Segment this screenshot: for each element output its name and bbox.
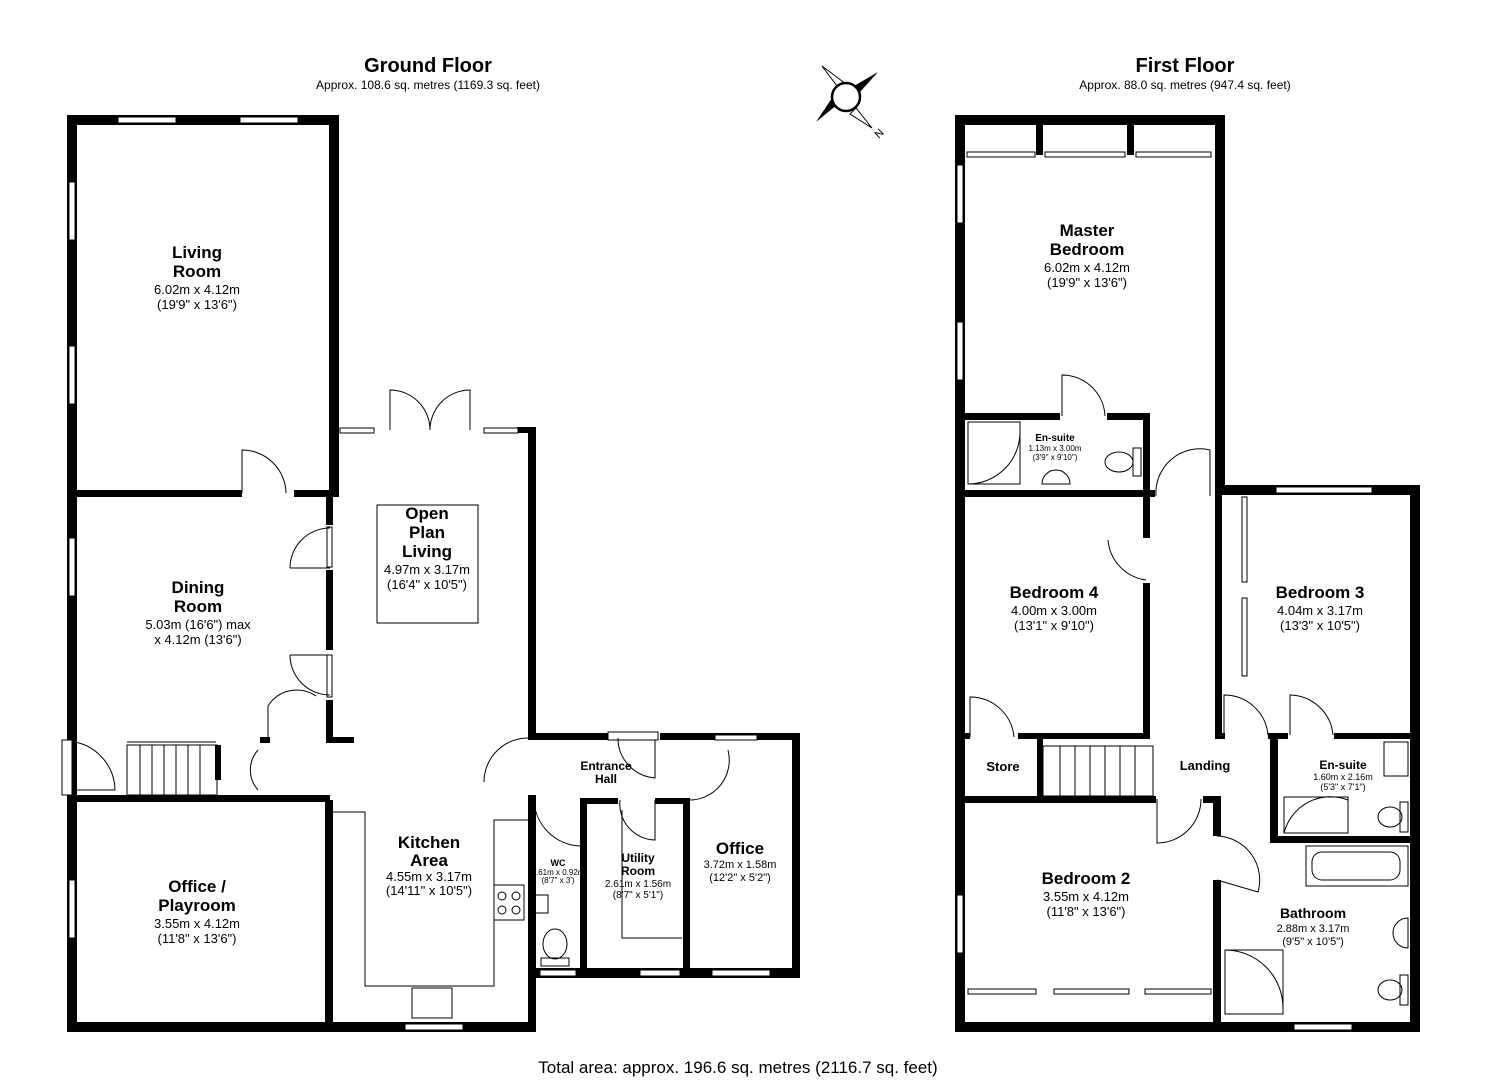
- bed4-imperial: (13'1" x 9'10"): [1014, 618, 1094, 633]
- room-bedroom-4: Bedroom 4 4.00m x 3.00m (13'1" x 9'10"): [1010, 583, 1099, 633]
- master-name-2: Bedroom: [1050, 240, 1125, 259]
- first-fixtures: [967, 421, 1409, 1015]
- office-name: Office: [716, 839, 764, 858]
- open-plan-name-3: Living: [402, 542, 452, 561]
- dining-name-1: Dining: [172, 578, 225, 597]
- ground-fixtures: [333, 504, 682, 1019]
- landing-name: Landing: [1180, 758, 1231, 773]
- room-ensuite-1: En-suite 1.13m x 3.00m (3'9" x 9'10"): [1029, 433, 1082, 462]
- compass-icon: N: [816, 65, 887, 141]
- ensuite1-imperial: (3'9" x 9'10"): [1033, 453, 1078, 462]
- utility-name-1: Utility: [621, 851, 655, 865]
- first-stairs: [1042, 745, 1154, 797]
- room-office: Office 3.72m x 1.58m (12'2" x 5'2"): [704, 839, 777, 884]
- open-plan-name-2: Plan: [409, 523, 445, 542]
- room-store: Store: [986, 759, 1019, 774]
- ensuite1-metric: 1.13m x 3.00m: [1029, 444, 1082, 453]
- room-bathroom: Bathroom 2.88m x 3.17m (9'5" x 10'5"): [1277, 905, 1350, 948]
- first-floor-doors: [969, 374, 1334, 893]
- ensuite2-imperial: (5'3" x 7'1"): [1320, 782, 1365, 792]
- dining-imperial: x 4.12m (13'6"): [154, 632, 241, 647]
- compass-north-label: N: [872, 127, 886, 141]
- wc-metric: 2.61m x 0.92m: [532, 868, 585, 877]
- dining-metric: 5.03m (16'6") max: [145, 617, 251, 632]
- ground-stairs: [126, 741, 218, 796]
- master-name-1: Master: [1060, 221, 1115, 240]
- ensuite2-metric: 1.60m x 2.16m: [1313, 772, 1373, 782]
- ensuite2-name: En-suite: [1319, 758, 1367, 772]
- room-master: Master Bedroom 6.02m x 4.12m (19'9" x 13…: [1044, 221, 1130, 290]
- room-ensuite-2: En-suite 1.60m x 2.16m (5'3" x 7'1"): [1313, 758, 1373, 792]
- ground-floor-title: Ground Floor: [364, 55, 492, 77]
- first-floor-area: Approx. 88.0 sq. metres (947.4 sq. feet): [1079, 78, 1290, 92]
- bed3-metric: 4.04m x 3.17m: [1277, 603, 1363, 618]
- total-area: Total area: approx. 196.6 sq. metres (21…: [538, 1058, 937, 1077]
- first-floor-windows: [956, 151, 1373, 1031]
- kitchen-name-1: Kitchen: [398, 833, 460, 852]
- office-play-name-1: Office /: [168, 877, 226, 896]
- first-floor-walls: [955, 115, 1420, 1032]
- room-bedroom-2: Bedroom 2 3.55m x 4.12m (11'8" x 13'6"): [1042, 869, 1131, 919]
- open-plan-metric: 4.97m x 3.17m: [384, 562, 470, 577]
- utility-name-2: Room: [621, 864, 655, 878]
- store-name: Store: [986, 759, 1019, 774]
- open-plan-imperial: (16'4" x 10'5"): [387, 577, 467, 592]
- bed4-name: Bedroom 4: [1010, 583, 1099, 602]
- bathroom-metric: 2.88m x 3.17m: [1277, 923, 1350, 935]
- room-bedroom-3: Bedroom 3 4.04m x 3.17m (13'3" x 10'5"): [1276, 583, 1365, 633]
- living-imperial: (19'9" x 13'6"): [157, 297, 237, 312]
- ground-floor-doors: [61, 389, 730, 847]
- room-open-plan: Open Plan Living 4.97m x 3.17m (16'4" x …: [384, 504, 470, 592]
- office-play-name-2: Playroom: [158, 896, 235, 915]
- wc-imperial: (8'7" x 3'): [541, 876, 574, 885]
- ground-floor-windows: [68, 116, 771, 1031]
- master-imperial: (19'9" x 13'6"): [1047, 275, 1127, 290]
- room-landing: Landing: [1180, 758, 1231, 773]
- room-office-playroom: Office / Playroom 3.55m x 4.12m (11'8" x…: [154, 877, 240, 946]
- room-wc: WC 2.61m x 0.92m (8'7" x 3'): [532, 858, 585, 885]
- bed3-name: Bedroom 3: [1276, 583, 1365, 602]
- office-play-imperial: (11'8" x 13'6"): [158, 931, 237, 946]
- dining-name-2: Room: [174, 597, 222, 616]
- bed4-metric: 4.00m x 3.00m: [1011, 603, 1097, 618]
- kitchen-imperial: (14'11" x 10'5"): [386, 883, 472, 898]
- utility-metric: 2.61m x 1.56m: [605, 879, 671, 890]
- office-play-metric: 3.55m x 4.12m: [154, 916, 240, 931]
- bed2-name: Bedroom 2: [1042, 869, 1131, 888]
- room-kitchen: Kitchen Area 4.55m x 3.17m (14'11" x 10'…: [386, 833, 472, 898]
- first-floor-title: First Floor: [1136, 55, 1235, 77]
- kitchen-metric: 4.55m x 3.17m: [386, 869, 472, 884]
- bathroom-imperial: (9'5" x 10'5"): [1282, 936, 1344, 948]
- master-metric: 6.02m x 4.12m: [1044, 260, 1130, 275]
- room-entrance-hall: Entrance Hall: [580, 759, 632, 786]
- entrance-name-2: Hall: [595, 772, 617, 786]
- open-plan-name-1: Open: [405, 504, 448, 523]
- entrance-name-1: Entrance: [580, 759, 632, 773]
- living-metric: 6.02m x 4.12m: [154, 282, 240, 297]
- kitchen-name-2: Area: [410, 851, 448, 870]
- bed3-imperial: (13'3" x 10'5"): [1280, 618, 1360, 633]
- bathroom-name: Bathroom: [1280, 905, 1346, 921]
- ensuite1-name: En-suite: [1035, 433, 1075, 444]
- living-name-1: Living: [172, 243, 222, 262]
- room-dining: Dining Room 5.03m (16'6") max x 4.12m (1…: [145, 578, 251, 647]
- office-imperial: (12'2" x 5'2"): [709, 872, 771, 884]
- office-metric: 3.72m x 1.58m: [704, 859, 777, 871]
- bed2-metric: 3.55m x 4.12m: [1043, 889, 1129, 904]
- wc-name: WC: [551, 858, 566, 868]
- utility-imperial: (8'7" x 5'1"): [613, 890, 663, 901]
- ground-floor-area: Approx. 108.6 sq. metres (1169.3 sq. fee…: [316, 78, 540, 92]
- room-living: Living Room 6.02m x 4.12m (19'9" x 13'6"…: [154, 243, 240, 312]
- bed2-imperial: (11'8" x 13'6"): [1047, 904, 1126, 919]
- room-utility: Utility Room 2.61m x 1.56m (8'7" x 5'1"): [605, 851, 671, 901]
- living-name-2: Room: [173, 262, 221, 281]
